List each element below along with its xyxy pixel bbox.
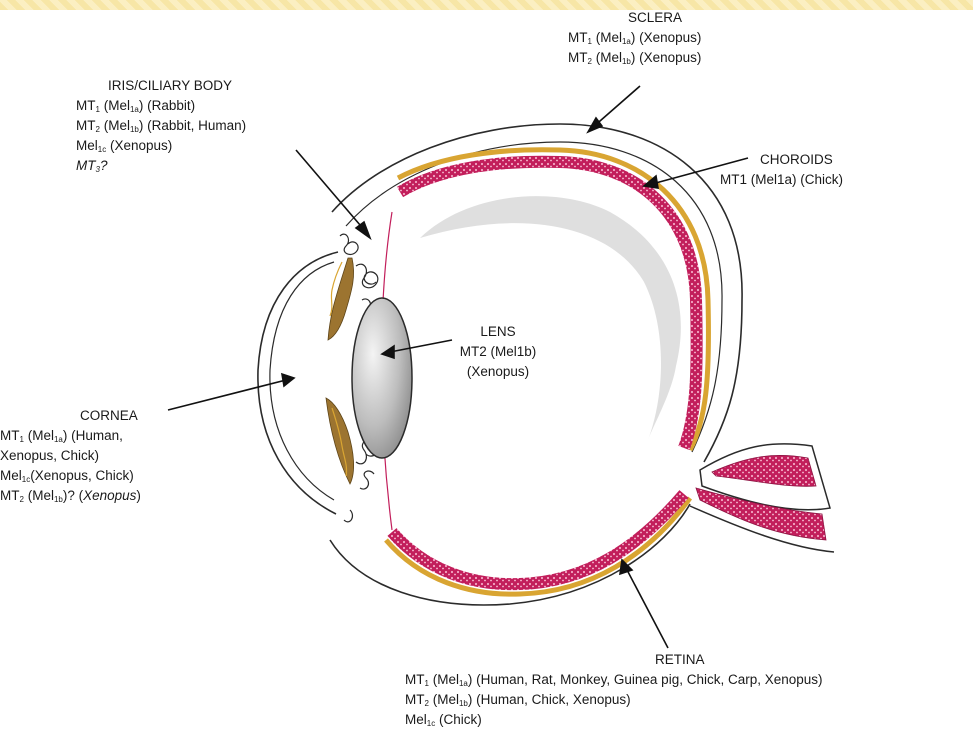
- iris-line-4: MT3?: [76, 156, 246, 176]
- iris-line-3: Mel1c (Xenopus): [76, 136, 246, 156]
- cornea-line-2: Xenopus, Chick): [0, 446, 141, 466]
- cornea-line-1: MT1 (Mel1a) (Human,: [0, 426, 141, 446]
- vitreous-shadow: [420, 196, 681, 440]
- cornea-title: CORNEA: [0, 406, 141, 426]
- retina-line-1: MT1 (Mel1a) (Human, Rat, Monkey, Guinea …: [405, 670, 823, 690]
- label-iris-ciliary-body: IRIS/CILIARY BODY MT1 (Mel1a) (Rabbit) M…: [76, 76, 246, 176]
- lens: [352, 298, 412, 458]
- choroids-line: MT1 (Mel1a) (Chick): [720, 170, 843, 190]
- sclera-title: SCLERA: [568, 8, 701, 28]
- retina-title: RETINA: [405, 650, 823, 670]
- iris-line-2: MT2 (Mel1b) (Rabbit, Human): [76, 116, 246, 136]
- lens-line-2: (Xenopus): [446, 362, 550, 382]
- iris: [326, 258, 354, 484]
- label-choroids: CHOROIDS MT1 (Mel1a) (Chick): [720, 150, 843, 190]
- optic-nerve: [690, 444, 834, 552]
- iris-line-1: MT1 (Mel1a) (Rabbit): [76, 96, 246, 116]
- label-sclera: SCLERA MT1 (Mel1a) (Xenopus) MT2 (Mel1b)…: [568, 8, 701, 68]
- retina-line-3: Mel1c (Chick): [405, 710, 823, 730]
- cornea-line-4: MT2 (Mel1b)? (Xenopus): [0, 486, 141, 506]
- sclera-line-2: MT2 (Mel1b) (Xenopus): [568, 48, 701, 68]
- lens-line-1: MT2 (Mel1b): [446, 342, 550, 362]
- iris-title: IRIS/CILIARY BODY: [76, 76, 246, 96]
- cornea-line-3: Mel1c(Xenopus, Chick): [0, 466, 141, 486]
- label-cornea: CORNEA MT1 (Mel1a) (Human, Xenopus, Chic…: [0, 406, 141, 506]
- label-lens: LENS MT2 (Mel1b) (Xenopus): [446, 322, 550, 382]
- retina-line-2: MT2 (Mel1b) (Human, Chick, Xenopus): [405, 690, 823, 710]
- label-retina: RETINA MT1 (Mel1a) (Human, Rat, Monkey, …: [405, 650, 823, 730]
- sclera-line-1: MT1 (Mel1a) (Xenopus): [568, 28, 701, 48]
- choroids-title: CHOROIDS: [720, 150, 843, 170]
- lens-title: LENS: [446, 322, 550, 342]
